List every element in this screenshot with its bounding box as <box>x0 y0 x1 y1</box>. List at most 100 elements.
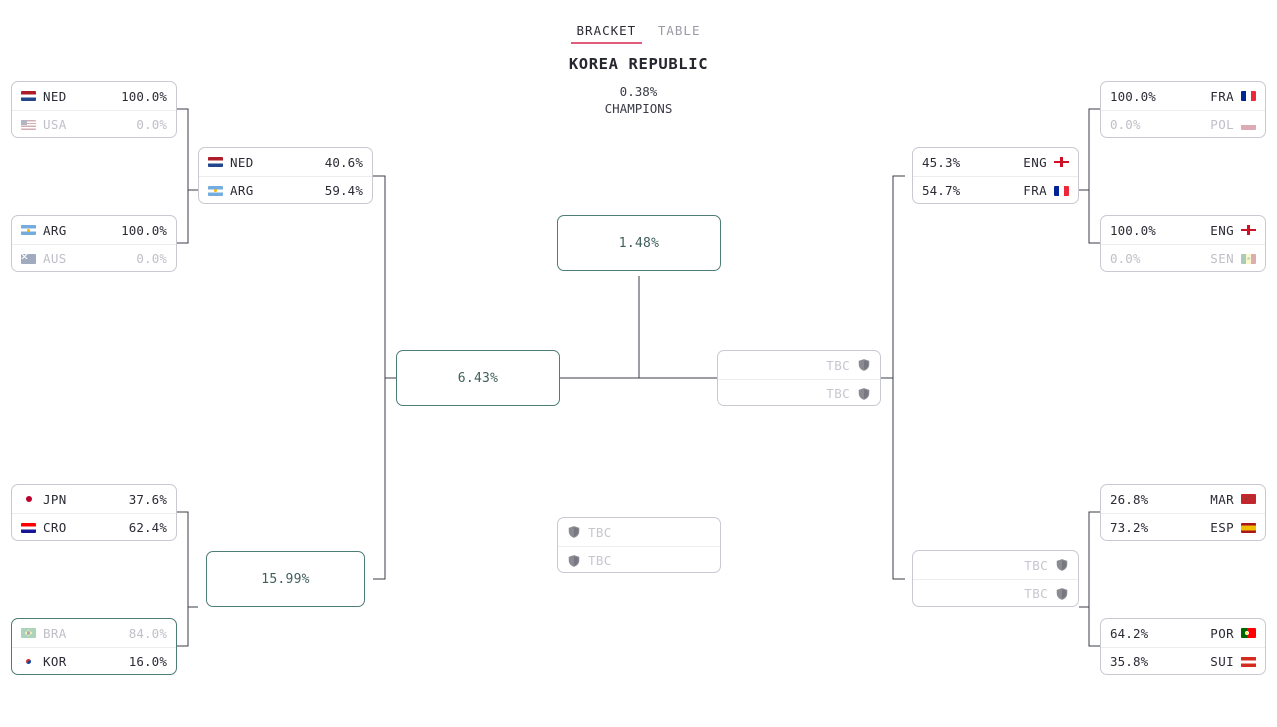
match-r16-r3[interactable]: 26.8% MAR 73.2%ESP <box>1100 484 1266 541</box>
team-probability: 16.0% <box>128 654 167 669</box>
match-slot-tbc: TBC <box>718 379 880 405</box>
team-code: JPN <box>43 491 67 507</box>
champion-name: KOREA REPUBLIC <box>568 55 709 73</box>
team-code: ENG <box>1023 154 1047 170</box>
team-code: FRA <box>1210 88 1234 104</box>
match-probability: 15.99% <box>261 571 310 587</box>
team-code: TBC <box>588 524 612 540</box>
team-probability: 0.0% <box>136 117 167 132</box>
flag-icon-fra <box>1054 185 1069 196</box>
match-r16-l4[interactable]: BRA 84.0% KOR 16.0% <box>11 618 177 675</box>
flag-icon-bra <box>21 628 36 638</box>
team-row: 73.2%ESP <box>1101 513 1265 540</box>
team-row: AUS 0.0% <box>12 244 176 271</box>
match-sf-left[interactable]: 6.43% <box>396 350 560 406</box>
tab-table[interactable]: TABLE <box>657 23 701 38</box>
flag-icon-sen <box>1241 253 1256 264</box>
flag-icon-fra <box>1241 91 1256 101</box>
team-row: 35.8%SUI <box>1101 647 1265 674</box>
team-code: USA <box>43 117 67 132</box>
team-probability: 45.3% <box>922 154 961 170</box>
team-code: NED <box>230 154 254 170</box>
team-code: MAR <box>1210 491 1234 507</box>
flag-icon-usa <box>21 119 36 130</box>
match-slot-tbc: TBC <box>913 579 1078 606</box>
flag-icon-arg <box>21 225 36 235</box>
team-code: BRA <box>43 625 67 641</box>
team-probability: 84.0% <box>128 625 167 641</box>
shield-icon <box>1056 587 1068 600</box>
team-row: 100.0%ENG <box>1101 216 1265 244</box>
shield-icon <box>858 359 870 371</box>
team-row: BRA 84.0% <box>12 619 176 647</box>
team-code: ESP <box>1210 520 1234 535</box>
shield-icon <box>568 554 580 567</box>
team-row: 0.0%POL <box>1101 110 1265 137</box>
flag-icon-arg <box>208 185 223 196</box>
team-probability: 40.6% <box>324 154 363 170</box>
match-qf-l2[interactable]: 15.99% <box>206 551 365 607</box>
match-r16-r1[interactable]: 100.0% FRA 0.0%POL <box>1100 81 1266 138</box>
match-qf-r2[interactable]: TBC TBC <box>912 550 1079 607</box>
match-r16-l3[interactable]: JPN 37.6% CRO 62.4% <box>11 484 177 541</box>
match-slot-tbc: TBC <box>718 351 880 379</box>
match-sf-right[interactable]: TBC TBC <box>717 350 881 406</box>
match-probability: 6.43% <box>457 370 499 386</box>
tab-bracket[interactable]: BRACKET <box>570 23 643 44</box>
team-probability: 100.0% <box>121 222 167 238</box>
team-row: ARG 100.0% <box>12 216 176 244</box>
team-code: AUS <box>43 251 67 266</box>
flag-icon-kor <box>21 656 36 667</box>
match-final[interactable]: 1.48% <box>557 215 721 271</box>
team-row: 64.2%POR <box>1101 619 1265 647</box>
team-probability: 100.0% <box>1110 88 1156 104</box>
team-row: 100.0% FRA <box>1101 82 1265 110</box>
team-probability: 54.7% <box>922 183 961 198</box>
team-probability: 0.0% <box>136 251 167 266</box>
team-code: TBC <box>588 553 612 568</box>
champion-probability: 0.38% <box>619 84 658 99</box>
flag-icon-pol <box>1241 119 1256 130</box>
flag-icon-eng <box>1054 157 1069 167</box>
match-r16-l2[interactable]: ARG 100.0% AUS 0.0% <box>11 215 177 272</box>
team-code: FRA <box>1023 183 1047 198</box>
team-row: USA 0.0% <box>12 110 176 137</box>
shield-icon <box>858 387 870 400</box>
team-code: POL <box>1210 117 1234 132</box>
match-third-place[interactable]: TBC TBC <box>557 517 721 573</box>
view-tabs: BRACKET TABLE <box>0 20 1277 44</box>
flag-icon-jpn <box>21 494 36 504</box>
team-code: KOR <box>43 654 67 669</box>
champion-summary: 0.38% CHAMPIONS <box>0 83 1277 117</box>
match-slot-tbc: TBC <box>913 551 1078 579</box>
flag-icon-por <box>1241 628 1256 638</box>
team-row: NED 40.6% <box>199 148 372 176</box>
flag-icon-mar <box>1241 494 1256 504</box>
team-row: JPN 37.6% <box>12 485 176 513</box>
team-code: TBC <box>1024 557 1048 573</box>
match-qf-r1[interactable]: 45.3% ENG 54.7% FRA <box>912 147 1079 204</box>
team-probability: 62.4% <box>128 520 167 535</box>
flag-icon-ned <box>21 91 36 101</box>
team-probability: 64.2% <box>1110 625 1149 641</box>
match-slot-tbc: TBC <box>558 518 720 546</box>
team-probability: 59.4% <box>324 183 363 198</box>
team-probability: 26.8% <box>1110 491 1149 507</box>
flag-icon-eng <box>1241 225 1256 235</box>
team-row: 0.0%SEN <box>1101 244 1265 271</box>
team-probability: 0.0% <box>1110 251 1141 266</box>
team-probability: 37.6% <box>128 491 167 507</box>
team-code: TBC <box>826 386 850 401</box>
shield-icon <box>568 526 580 538</box>
team-code: CRO <box>43 520 67 535</box>
flag-icon-cro <box>21 522 36 533</box>
team-code: ARG <box>43 222 67 238</box>
team-code: TBC <box>1024 586 1048 601</box>
